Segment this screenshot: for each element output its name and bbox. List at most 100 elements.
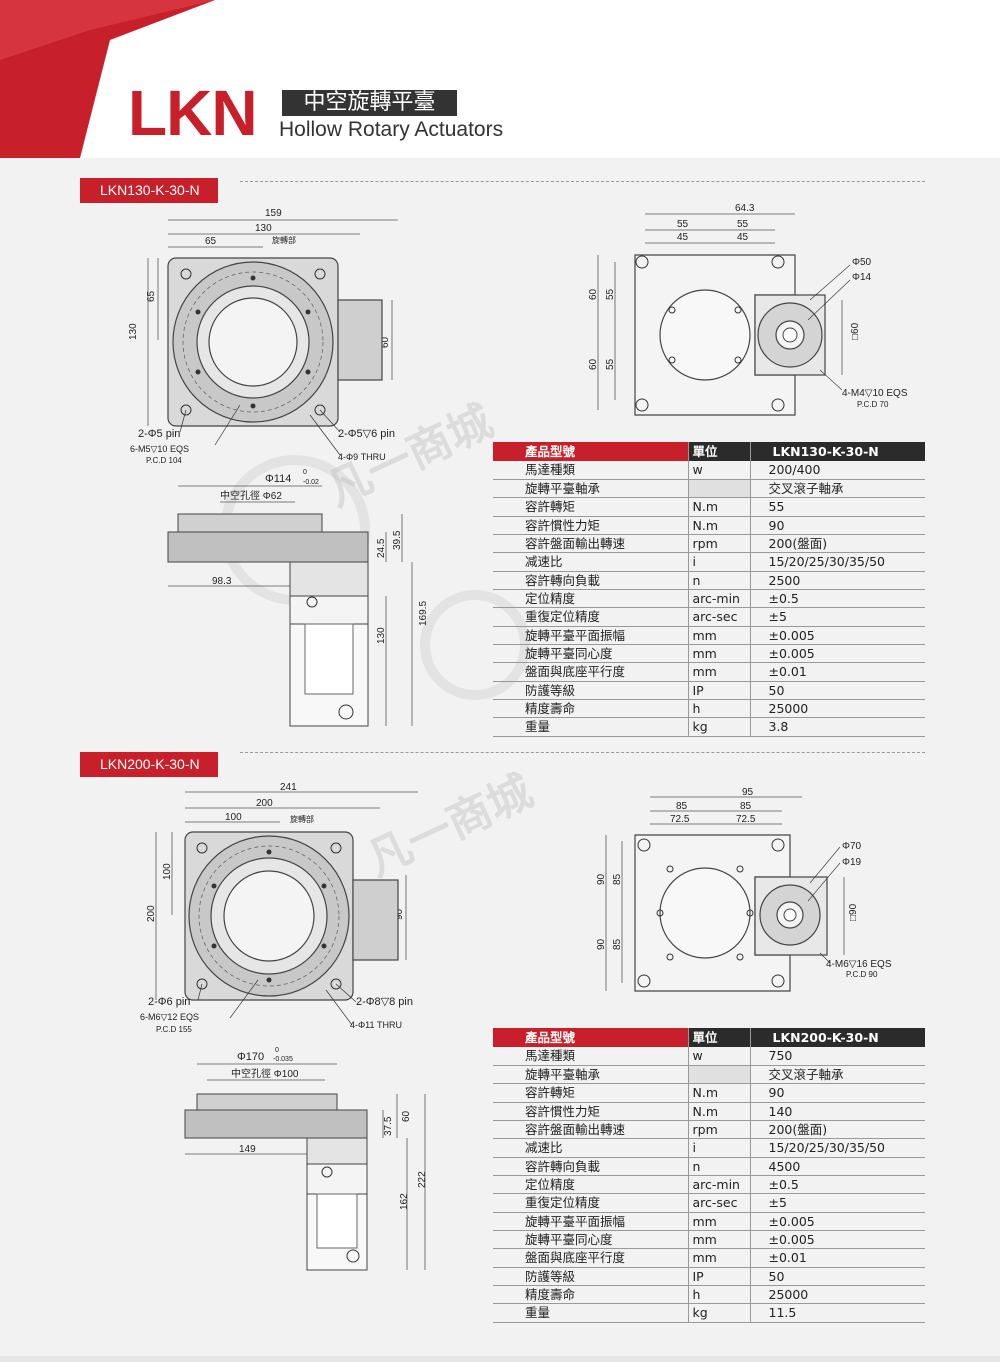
- tolerance: -0.035: [273, 1056, 293, 1063]
- table-cell: 140: [749, 1102, 925, 1121]
- table-cell: 90: [749, 1083, 925, 1103]
- table-cell: 盤面與底座平行度: [493, 1248, 688, 1268]
- table-cell: n: [687, 1157, 750, 1176]
- table-cell: 55: [749, 497, 925, 517]
- dim-label: 64.3: [735, 203, 755, 214]
- rotate-label: 旋轉部: [290, 814, 314, 824]
- dim-label: 90: [596, 938, 607, 950]
- dim-label: 200: [256, 798, 273, 809]
- tolerance: -0.02: [303, 479, 319, 486]
- rotate-label: 旋轉部: [272, 235, 296, 245]
- table-cell: i: [687, 552, 750, 572]
- side-view-drawing: Φ114 0 -0.02 中空孔徑 Φ62 98.3 24.5 39.5 130…: [150, 466, 440, 736]
- table-cell: 旋轉平臺同心度: [493, 644, 688, 664]
- flange-view-drawing: 64.3 55 55 45 45 60 55 60 55 Φ50 Φ14 □60…: [580, 200, 910, 420]
- table-cell: ±0.005: [749, 644, 925, 664]
- table-cell: 2500: [749, 571, 925, 590]
- dim-label: 55: [737, 219, 749, 230]
- annotation: P.C.D 70: [857, 400, 889, 409]
- table-cell: ±0.01: [749, 662, 925, 682]
- table-cell: [687, 479, 750, 499]
- table-cell: w: [687, 1047, 750, 1066]
- dim-label: 85: [612, 873, 623, 885]
- annotation: □90: [848, 903, 859, 921]
- table-cell: 旋轉平臺軸承: [493, 479, 688, 499]
- table-cell: 15/20/25/30/35/50: [749, 1138, 925, 1158]
- dim-label: Φ170: [237, 1051, 264, 1063]
- table-cell: 精度壽命: [493, 1285, 688, 1305]
- table-cell: 容許慣性力矩: [493, 516, 688, 535]
- table-header-cell: 單位: [687, 1028, 750, 1047]
- section-tag: LKN130-K-30-N: [80, 178, 218, 203]
- table-cell: arc-sec: [687, 607, 750, 627]
- table-cell: ±0.005: [749, 626, 925, 645]
- table-cell: 容許轉向負載: [493, 571, 688, 590]
- table-cell: 减速比: [493, 552, 688, 572]
- table-cell: arc-min: [687, 1175, 750, 1195]
- tolerance: 0: [303, 469, 307, 476]
- dim-label: 130: [376, 627, 387, 644]
- table-cell: 容許轉矩: [493, 497, 688, 517]
- dim-label: 130: [128, 323, 139, 340]
- dim-label: 55: [605, 288, 616, 300]
- table-cell: arc-sec: [687, 1193, 750, 1213]
- table-cell: h: [687, 699, 750, 719]
- dim-label: 45: [737, 232, 749, 243]
- annotation: 2-Φ8▽8 pin: [356, 996, 413, 1008]
- dim-label: 37.5: [383, 1116, 394, 1136]
- table-cell: 容許轉向負載: [493, 1157, 688, 1176]
- table-cell: mm: [687, 1248, 750, 1268]
- table-cell: rpm: [687, 534, 750, 554]
- table-cell: 容許慣性力矩: [493, 1102, 688, 1121]
- table-cell: 重復定位精度: [493, 607, 688, 627]
- table-header-cell: 單位: [687, 442, 750, 461]
- table-cell: arc-min: [687, 589, 750, 609]
- table-cell: mm: [687, 626, 750, 645]
- table-header-cell: 產品型號: [493, 442, 688, 461]
- table-cell: 重復定位精度: [493, 1193, 688, 1213]
- table-cell: 200(盤面): [749, 534, 925, 554]
- dim-label: 200: [146, 905, 157, 922]
- table-cell: ±0.005: [749, 1230, 925, 1250]
- table-cell: 精度壽命: [493, 699, 688, 719]
- dim-label: 98.3: [212, 576, 232, 587]
- table-cell: ±0.5: [749, 589, 925, 609]
- table-cell: 旋轉平臺同心度: [493, 1230, 688, 1250]
- annotation: 6-M5▽10 EQS: [130, 444, 189, 454]
- table-cell: n: [687, 571, 750, 590]
- dim-label: 159: [265, 208, 282, 219]
- table-cell: 200/400: [749, 461, 925, 480]
- annotation: 中空孔徑 Φ62: [220, 489, 282, 502]
- table-cell: IP: [687, 1267, 750, 1286]
- dim-label: 100: [225, 812, 242, 823]
- dim-label: 95: [742, 787, 754, 798]
- table-cell: 交叉滾子軸承: [749, 1065, 925, 1085]
- annotation: 4-Φ9 THRU: [338, 452, 386, 462]
- table-cell: 25000: [749, 699, 925, 719]
- table-header-cell: LKN200-K-30-N: [749, 1028, 925, 1047]
- annotation: 4-M6▽16 EQS: [826, 959, 892, 970]
- table-cell: 防護等級: [493, 1267, 688, 1286]
- table-cell: 容許轉矩: [493, 1083, 688, 1103]
- dim-label: 169.5: [418, 601, 429, 626]
- dim-label: 85: [612, 938, 623, 950]
- annotation: 4-Φ11 THRU: [350, 1020, 402, 1030]
- table-cell: 旋轉平臺平面振幅: [493, 1212, 688, 1231]
- table-cell: 750: [749, 1047, 925, 1066]
- table-cell: mm: [687, 1212, 750, 1231]
- table-cell: 定位精度: [493, 589, 688, 609]
